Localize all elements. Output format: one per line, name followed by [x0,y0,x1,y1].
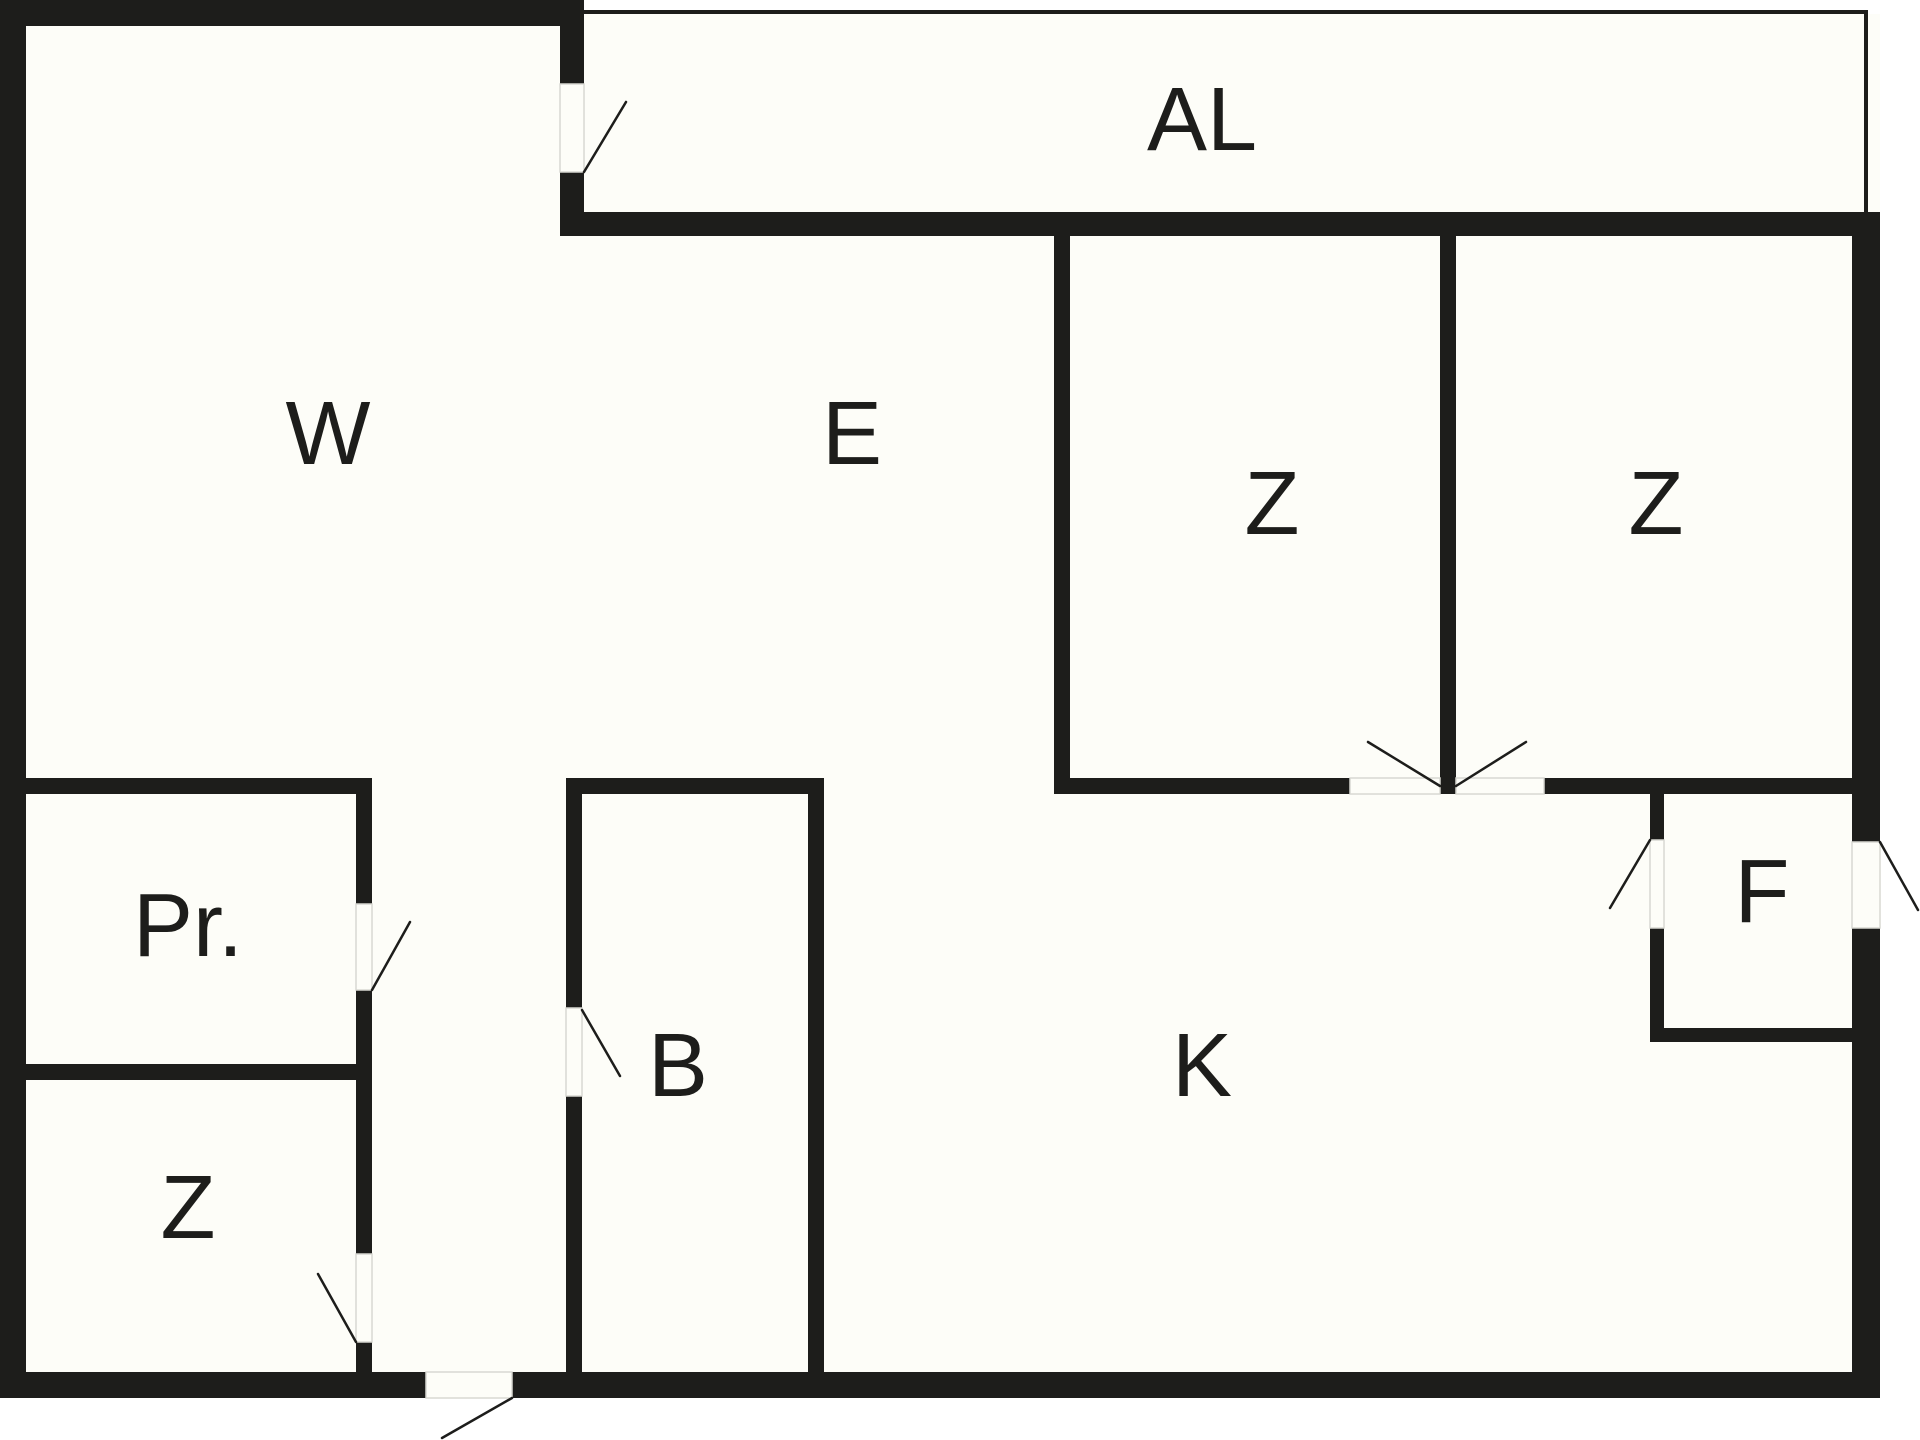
wall-bottom-left [0,1372,426,1398]
room-label-living-room: W [286,384,371,484]
wall-left [0,0,26,1398]
wall-bathroom-left-lower [566,1096,582,1398]
door-swing-storage [1608,838,1652,910]
floor-area [14,14,1880,1392]
door-swing-front [440,1396,514,1440]
door-opening-balcony [559,83,585,173]
wall-storage-bottom [1650,1028,1880,1042]
door-opening-bathroom [565,1007,583,1097]
wall-bathroom-top [566,778,824,794]
wall-storage-left-upper [1650,778,1664,840]
room-label-bathroom: B [648,1016,708,1116]
wall-bedroom-mid-left [1054,212,1070,794]
door-swing-pantry [370,920,412,992]
wall-pantry-right-lower [356,990,372,1268]
door-swing-bedroom-mid [1366,740,1442,788]
wall-pantry-bedroom-divider [0,1064,372,1080]
wall-bedroom-mid-bottom [1054,778,1350,794]
door-opening-bedroom-right [1455,777,1545,795]
room-label-hallway: E [822,384,882,484]
door-opening-pantry [355,903,373,991]
wall-bedroom-divider [1440,212,1456,794]
door-swing-small-bedroom [316,1272,358,1344]
wall-bathroom-right [808,778,824,1398]
room-label-storage: F [1735,842,1790,942]
door-swing-bathroom [580,1008,622,1078]
room-label-bedroom-small: Z [161,1158,216,1258]
wall-under-balcony [560,212,1880,236]
window-swing-storage [1878,840,1920,912]
room-label-bedroom-right: Z [1629,454,1684,554]
room-label-balcony: AL [1147,70,1257,170]
door-opening-front [425,1371,513,1399]
door-swing-balcony [582,100,628,174]
wall-w-balcony-upper [560,0,584,84]
wall-bedroom-right-bottom [1544,778,1880,794]
door-opening-bedroom-mid [1349,777,1441,795]
room-label-kitchen: K [1172,1016,1232,1116]
door-opening-small-bedroom [355,1253,373,1343]
wall-right [1852,212,1880,1398]
wall-bathroom-left-upper [566,778,582,1008]
wall-top-left [0,0,584,26]
wall-small-bedroom-right-lower [356,1342,372,1398]
wall-storage-left-lower [1650,928,1664,1042]
wall-bottom-right [512,1372,1880,1398]
room-label-bedroom-middle: Z [1245,454,1300,554]
door-opening-storage [1649,839,1665,929]
wall-pantry-top [0,778,372,794]
window-opening-storage [1851,841,1881,929]
wall-pantry-right-upper [356,778,372,904]
door-swing-bedroom-right [1454,740,1528,788]
room-label-pantry: Pr. [133,876,243,976]
